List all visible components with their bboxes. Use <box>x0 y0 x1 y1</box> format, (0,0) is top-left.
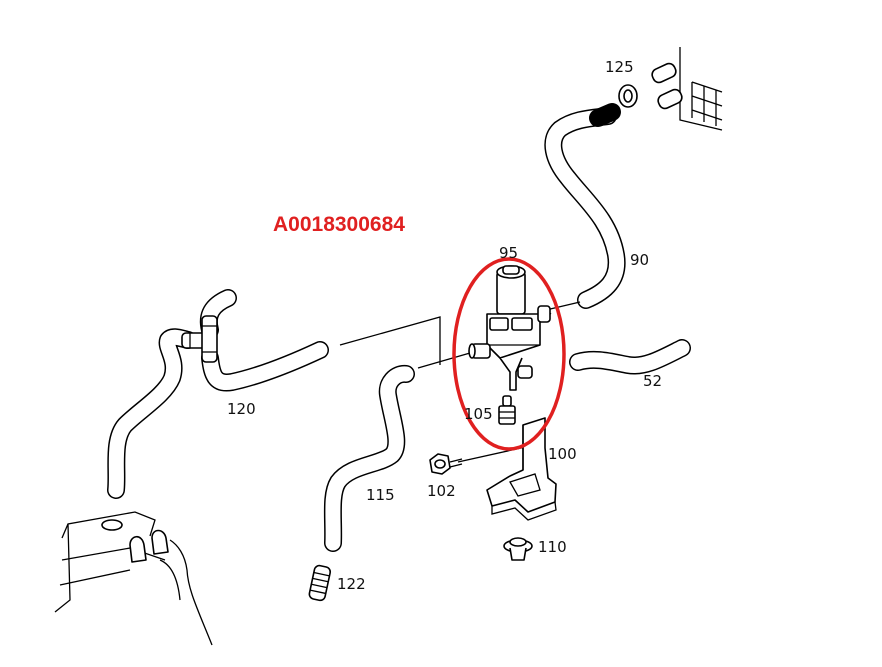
hose-52[interactable] <box>569 339 691 375</box>
hose-90[interactable] <box>544 103 626 309</box>
part-number-label: A0018300684 <box>273 213 405 236</box>
bolt-102[interactable] <box>429 453 463 475</box>
grommet-110[interactable] <box>503 537 533 561</box>
hose-120[interactable] <box>107 289 329 499</box>
engine-block <box>54 511 213 646</box>
callout-122: 122 <box>337 575 366 593</box>
connector-122[interactable] <box>308 564 332 602</box>
callout-102: 102 <box>427 482 456 500</box>
callout-110: 110 <box>538 538 567 556</box>
sensor-105[interactable] <box>498 395 516 425</box>
callout-90: 90 <box>630 251 649 269</box>
hose-clamp-125[interactable] <box>618 84 638 108</box>
bracket-100[interactable] <box>486 417 557 521</box>
highlight-ellipse <box>452 257 566 451</box>
callout-100: 100 <box>548 445 577 463</box>
hose-115[interactable] <box>323 365 415 552</box>
callout-52: 52 <box>643 372 662 390</box>
callout-115: 115 <box>366 486 395 504</box>
callout-125: 125 <box>605 58 634 76</box>
callout-95: 95 <box>499 244 518 262</box>
valve-95[interactable] <box>468 265 551 391</box>
callout-105: 105 <box>464 405 493 423</box>
callout-120: 120 <box>227 400 256 418</box>
heater-core <box>651 47 723 131</box>
